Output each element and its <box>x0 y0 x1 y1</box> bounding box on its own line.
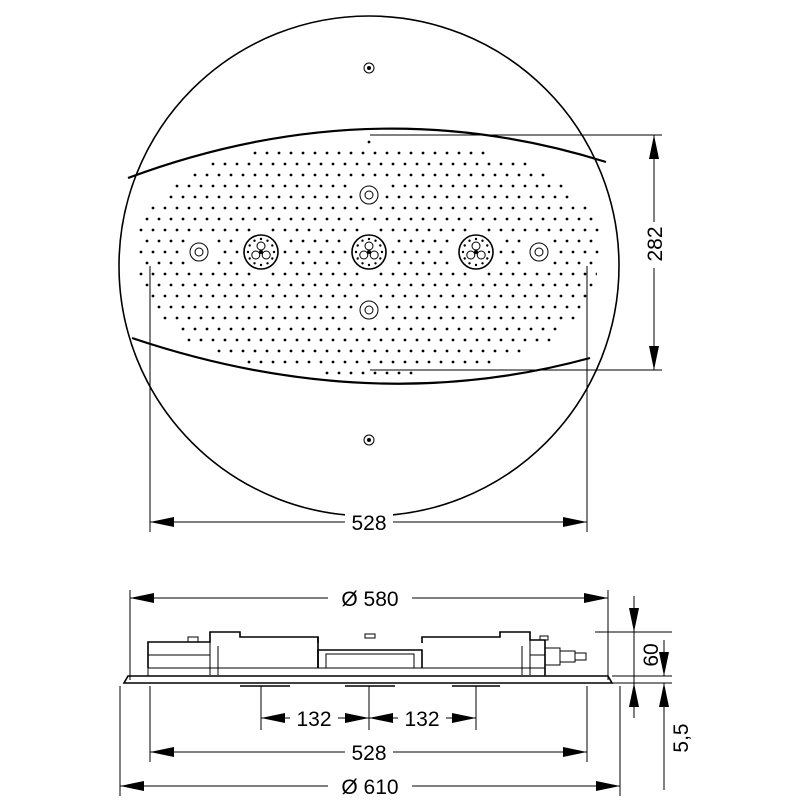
housing <box>147 631 587 675</box>
dim-5-5-label: 5,5 <box>670 723 693 752</box>
ceiling-plate <box>122 675 614 684</box>
side-view: Ø 580 60 5,5 132 132 <box>119 586 693 799</box>
dim-60-label: 60 <box>640 643 663 666</box>
dim-528-top: 528 <box>149 266 588 535</box>
massage-jet-left <box>243 234 279 270</box>
massage-jet-center <box>351 234 387 270</box>
dim-528-bottom-label: 528 <box>351 742 386 765</box>
spray-zone-outline <box>127 127 607 385</box>
dim-height: 60 5,5 <box>595 596 693 790</box>
small-jet-left <box>189 242 209 262</box>
dim-132-left-label: 132 <box>296 708 331 731</box>
mount-point-bottom <box>363 434 375 446</box>
dim-282: 282 <box>370 134 670 371</box>
massage-jet-right <box>458 234 494 270</box>
dim-diameter-610: Ø 610 <box>119 686 621 799</box>
small-jet-bottom <box>359 300 379 320</box>
dim-diameter-580: Ø 580 <box>130 586 608 611</box>
nozzle-grid <box>139 140 599 375</box>
dim-528-bottom: 528 <box>149 686 588 765</box>
dim-528-top-label: 528 <box>351 512 386 535</box>
small-jet-top <box>359 185 379 205</box>
dim-132-right-label: 132 <box>404 708 439 731</box>
dim-610-label: Ø 610 <box>341 776 398 799</box>
small-jet-right <box>529 242 549 262</box>
dim-282-label: 282 <box>644 226 667 261</box>
dim-132-spacing: 132 132 <box>260 686 477 731</box>
top-view: 282 528 <box>118 15 670 535</box>
mount-point-top <box>363 62 375 74</box>
dim-580-label: Ø 580 <box>341 588 398 611</box>
